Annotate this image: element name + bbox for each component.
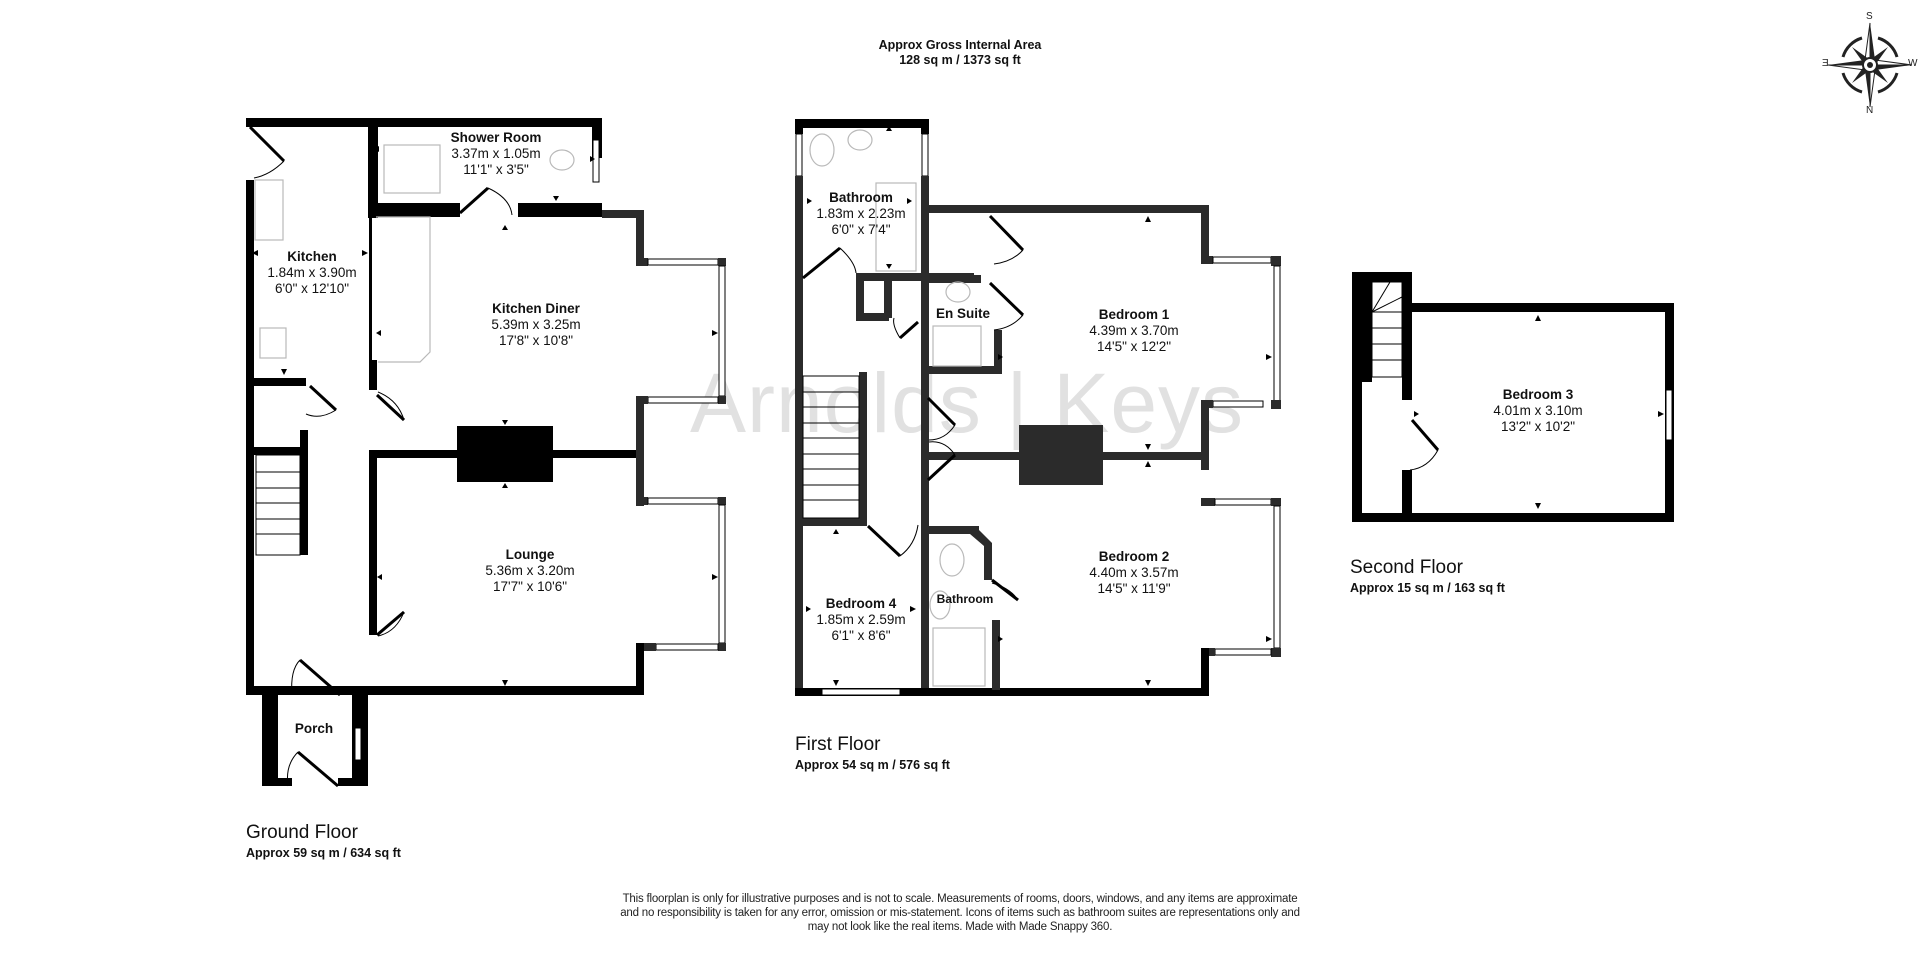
room-name: Bathroom bbox=[936, 592, 994, 606]
first-floor-plan bbox=[795, 119, 1281, 696]
room-bedroom-2: Bedroom 2 4.40m x 3.57m 14'5" x 11'9" bbox=[1089, 549, 1178, 597]
room-metric: 3.37m x 1.05m bbox=[451, 146, 541, 161]
disclaimer-line: This floorplan is only for illustrative … bbox=[622, 893, 1298, 905]
floor-title: First Floor bbox=[795, 734, 881, 755]
room-bedroom-3: Bedroom 3 4.01m x 3.10m 13'2" x 10'2" bbox=[1493, 387, 1582, 435]
room-bathroom: Bathroom 1.83m x 2.23m 6'0" x 7'4" bbox=[816, 190, 905, 238]
room-imperial: 14'5" x 11'9" bbox=[1097, 581, 1171, 596]
compass-star-icon bbox=[1827, 22, 1913, 108]
compass-north-label: N bbox=[1866, 105, 1874, 116]
compass-rose-icon: S N E W bbox=[1820, 10, 1920, 120]
ground-floor-caption: Ground Floor Approx 59 sq m / 634 sq ft bbox=[246, 822, 401, 862]
room-imperial: 6'1" x 8'6" bbox=[831, 628, 891, 643]
gross-internal-area: Approx Gross Internal Area 128 sq m / 13… bbox=[760, 38, 1160, 68]
floor-area: Approx 15 sq m / 163 sq ft bbox=[1350, 581, 1505, 595]
room-name: En Suite bbox=[935, 306, 991, 321]
room-bathroom-2: Bathroom bbox=[937, 591, 994, 607]
room-bedroom-4: Bedroom 4 1.85m x 2.59m 6'1" x 8'6" bbox=[816, 596, 905, 644]
room-metric: 1.83m x 2.23m bbox=[816, 206, 906, 221]
room-name: Kitchen Diner bbox=[492, 301, 580, 316]
room-name: Lounge bbox=[505, 547, 555, 562]
room-en-suite: En Suite bbox=[936, 306, 990, 322]
room-name: Kitchen bbox=[287, 249, 337, 264]
room-name: Shower Room bbox=[450, 130, 542, 145]
ground-floor-plan bbox=[246, 118, 726, 788]
floor-area: Approx 54 sq m / 576 sq ft bbox=[795, 758, 950, 772]
room-imperial: 6'0" x 12'10" bbox=[274, 281, 350, 296]
room-metric: 1.85m x 2.59m bbox=[816, 612, 906, 627]
room-imperial: 17'8" x 10'8" bbox=[498, 333, 574, 348]
room-lounge: Lounge 5.36m x 3.20m 17'7" x 10'6" bbox=[485, 547, 574, 595]
room-metric: 4.39m x 3.70m bbox=[1089, 323, 1179, 338]
room-name: Bedroom 4 bbox=[825, 596, 897, 611]
room-name: Bathroom bbox=[829, 190, 893, 205]
room-imperial: 13'2" x 10'2" bbox=[1500, 419, 1576, 434]
disclaimer-line: and no responsibility is taken for any e… bbox=[620, 907, 1300, 919]
room-metric: 1.84m x 3.90m bbox=[267, 265, 357, 280]
room-kitchen-diner: Kitchen Diner 5.39m x 3.25m 17'8" x 10'8… bbox=[491, 301, 580, 349]
second-floor-caption: Second Floor Approx 15 sq m / 163 sq ft bbox=[1350, 557, 1505, 597]
gia-title: Approx Gross Internal Area bbox=[878, 38, 1042, 52]
first-floor-caption: First Floor Approx 54 sq m / 576 sq ft bbox=[795, 734, 950, 774]
floor-title: Second Floor bbox=[1350, 557, 1464, 578]
room-name: Bedroom 2 bbox=[1098, 549, 1170, 564]
room-shower-room: Shower Room 3.37m x 1.05m 11'1" x 3'5" bbox=[451, 130, 542, 178]
room-bedroom-1: Bedroom 1 4.39m x 3.70m 14'5" x 12'2" bbox=[1089, 307, 1178, 355]
disclaimer: This floorplan is only for illustrative … bbox=[560, 892, 1360, 934]
room-metric: 4.01m x 3.10m bbox=[1493, 403, 1583, 418]
compass-south-label: S bbox=[1866, 11, 1873, 22]
room-metric: 5.36m x 3.20m bbox=[485, 563, 575, 578]
floor-area: Approx 59 sq m / 634 sq ft bbox=[246, 846, 401, 860]
room-name: Porch bbox=[294, 721, 334, 736]
room-metric: 5.39m x 3.25m bbox=[491, 317, 581, 332]
second-floor-plan bbox=[1352, 272, 1674, 522]
room-imperial: 14'5" x 12'2" bbox=[1096, 339, 1172, 354]
floor-title: Ground Floor bbox=[246, 822, 358, 843]
room-imperial: 17'7" x 10'6" bbox=[492, 579, 568, 594]
room-name: Bedroom 1 bbox=[1098, 307, 1170, 322]
room-metric: 4.40m x 3.57m bbox=[1089, 565, 1179, 580]
room-imperial: 11'1" x 3'5" bbox=[463, 162, 529, 177]
room-kitchen: Kitchen 1.84m x 3.90m 6'0" x 12'10" bbox=[267, 249, 356, 297]
gia-value: 128 sq m / 1373 sq ft bbox=[899, 53, 1021, 67]
disclaimer-line: may not look like the real items. Made w… bbox=[807, 921, 1113, 933]
room-name: Bedroom 3 bbox=[1502, 387, 1574, 402]
room-imperial: 6'0" x 7'4" bbox=[831, 222, 891, 237]
room-porch: Porch bbox=[295, 721, 333, 737]
